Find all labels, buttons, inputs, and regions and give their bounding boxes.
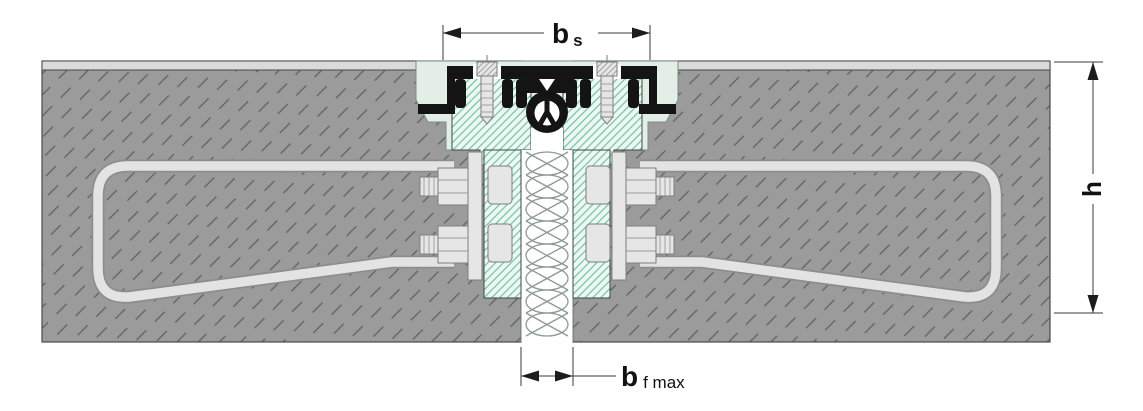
sleeve-washer: [487, 165, 513, 205]
sleeve-washer: [585, 223, 611, 263]
compression-seal: [525, 151, 569, 337]
fixing-screw-left: [476, 55, 498, 125]
loop-anchor-left: [91, 159, 454, 304]
sleeve-washer: [585, 165, 611, 205]
anchor-plate-right: [611, 151, 627, 281]
hex-nut: [437, 225, 469, 264]
side-plate-left: [419, 149, 522, 299]
threaded-bolt-end: [419, 176, 439, 197]
threaded-bolt-end: [655, 176, 675, 197]
fixing-screw-right: [596, 55, 618, 125]
anchor-plate-left: [467, 151, 483, 281]
loop-anchor-right: [640, 159, 1003, 304]
omega-seal-loop: [524, 79, 570, 133]
hex-nut: [437, 167, 469, 206]
threaded-bolt-end: [655, 234, 675, 255]
dim-label-h: h: [1077, 181, 1107, 197]
dimension-h: h: [1054, 61, 1107, 314]
hex-nut: [625, 167, 657, 206]
side-plate-right: [572, 149, 675, 299]
joint-gap: [520, 128, 574, 342]
hex-nut: [625, 225, 657, 264]
sleeve-washer: [487, 223, 513, 263]
threaded-bolt-end: [419, 234, 439, 255]
